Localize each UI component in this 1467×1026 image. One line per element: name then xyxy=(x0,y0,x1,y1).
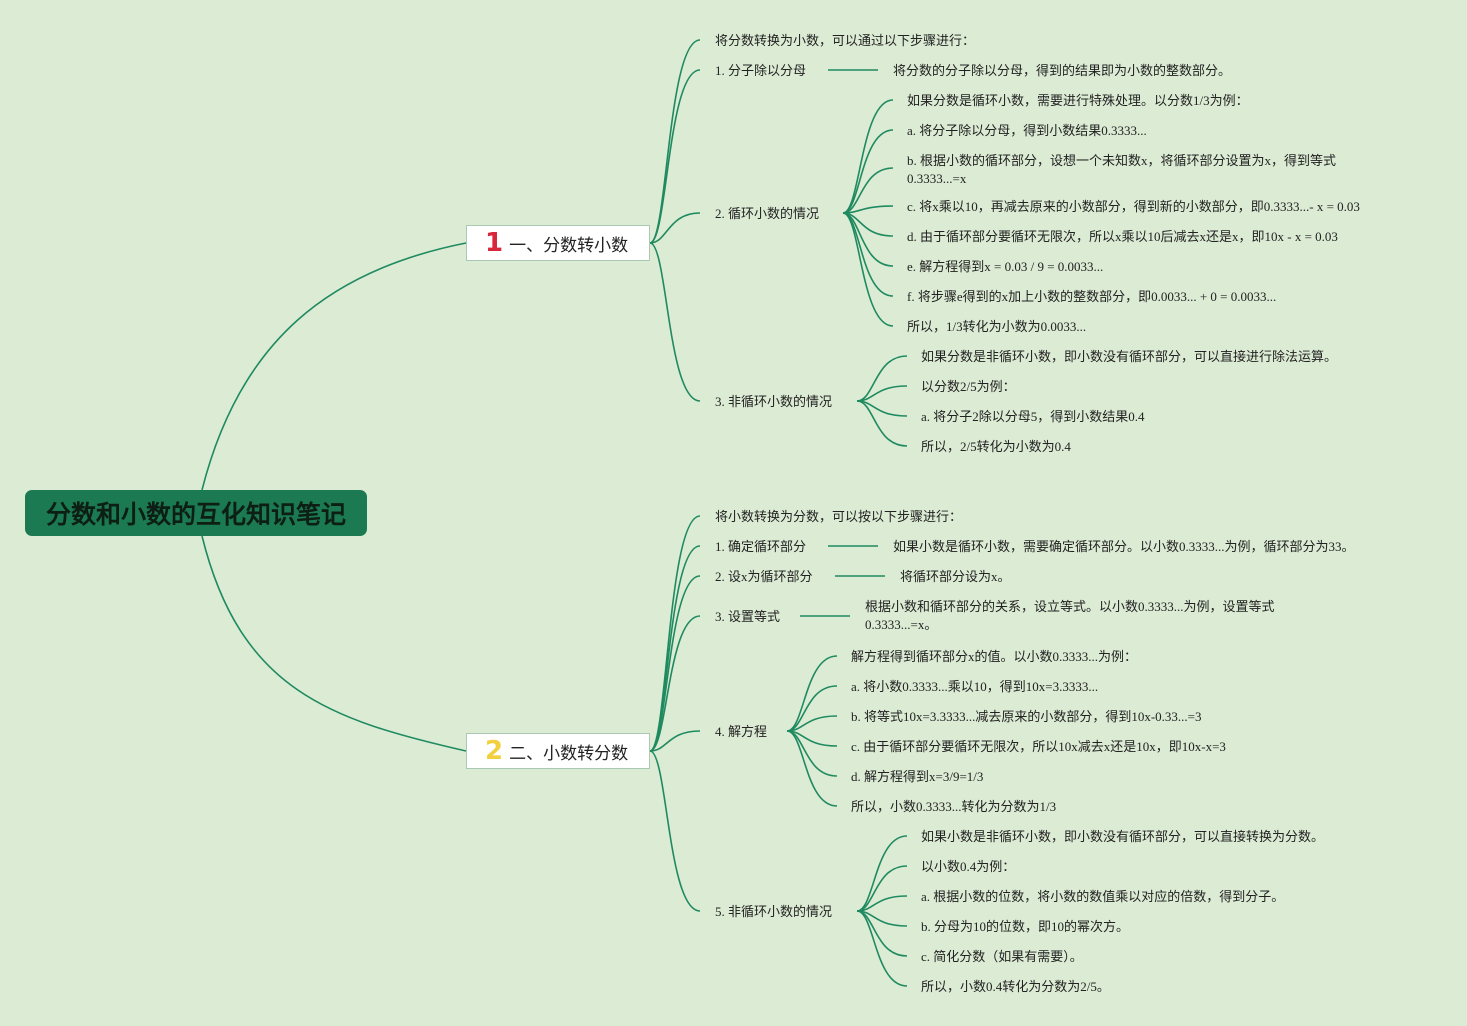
b2-step5-item[interactable]: 以小数0.4为例： xyxy=(921,859,1016,874)
b1-step2-link xyxy=(842,212,894,297)
b1-step2-item[interactable]: 如果分数是循环小数，需要进行特殊处理。以分数1/3为例： xyxy=(907,93,1249,108)
number-1-icon: 1 xyxy=(485,228,504,258)
b1-step3-link xyxy=(856,400,908,417)
b2-intro[interactable]: 将小数转换为分数，可以按以下步骤进行： xyxy=(715,509,963,524)
b1-step3-link xyxy=(856,355,908,402)
main-topic-1[interactable]: 1 一、分数转小数 xyxy=(466,225,650,261)
b2-step4-link xyxy=(786,715,838,732)
root-link-1 xyxy=(201,242,467,491)
b2-step5-link xyxy=(856,910,908,927)
main-topic-2[interactable]: 2 二、小数转分数 xyxy=(466,733,650,769)
b2-step4-link xyxy=(786,655,838,732)
b1-step3-item[interactable]: a. 将分子2除以分母5，得到小数结果0.4 xyxy=(921,409,1145,424)
main-topic-1-title: 一、分数转小数 xyxy=(509,235,629,256)
b1-step3-item[interactable]: 以分数2/5为例： xyxy=(921,379,1016,394)
b1-step2-link xyxy=(842,99,894,214)
b1-step3-item[interactable]: 如果分数是非循环小数，即小数没有循环部分，可以直接进行除法运算。 xyxy=(921,349,1338,364)
b1-step3-link xyxy=(856,400,908,447)
b1-step2-item[interactable]: c. 将x乘以10，再减去原来的小数部分，得到新的小数部分，即0.3333...… xyxy=(907,199,1360,214)
b2-link xyxy=(649,515,701,752)
b2-step4-item[interactable]: 解方程得到循环部分x的值。以小数0.3333...为例： xyxy=(851,649,1138,664)
b1-step3-item[interactable]: 所以，2/5转化为小数为0.4 xyxy=(921,439,1071,454)
root-title: 分数和小数的互化知识笔记 xyxy=(45,500,346,529)
b2-link xyxy=(649,545,701,752)
b2-step4-link xyxy=(786,730,838,807)
b2-step3-label[interactable]: 3. 设置等式 xyxy=(715,609,781,624)
b1-step2-link xyxy=(842,212,894,267)
b1-step3-label[interactable]: 3. 非循环小数的情况 xyxy=(715,394,833,409)
b2-step5-label[interactable]: 5. 非循环小数的情况 xyxy=(715,904,833,919)
b1-link xyxy=(649,212,701,244)
b2-step2-label[interactable]: 2. 设x为循环部分 xyxy=(715,569,813,584)
b1-intro[interactable]: 将分数转换为小数，可以通过以下步骤进行： xyxy=(715,33,976,48)
b1-step2-link xyxy=(842,212,894,327)
b1-step2-item[interactable]: a. 将分子除以分母，得到小数结果0.3333... xyxy=(907,123,1147,138)
b2-step5-item[interactable]: c. 简化分数（如果有需要）。 xyxy=(921,949,1083,964)
b2-step5-link xyxy=(856,865,908,912)
b1-step3-link xyxy=(856,385,908,402)
b2-step5-item[interactable]: 所以，小数0.4转化为分数为2/5。 xyxy=(921,979,1110,994)
b1-link xyxy=(649,69,701,244)
b1-link xyxy=(649,39,701,244)
b2-step4-item[interactable]: c. 由于循环部分要循环无限次，所以10x减去x还是10x，即10x-x=3 xyxy=(851,739,1226,754)
b1-link xyxy=(649,242,701,402)
b1-step2-link xyxy=(842,205,894,214)
b2-step5-link xyxy=(856,910,908,957)
b2-step1-detail[interactable]: 如果小数是循环小数，需要确定循环部分。以小数0.3333...为例，循环部分为3… xyxy=(893,539,1355,554)
b2-step4-link xyxy=(786,730,838,777)
b1-step2-item[interactable]: d. 由于循环部分要循环无限次，所以x乘以10后减去x还是x，即10x - x … xyxy=(907,229,1338,244)
root-topic[interactable]: 分数和小数的互化知识笔记 xyxy=(25,490,367,536)
b2-step4-label[interactable]: 4. 解方程 xyxy=(715,724,768,739)
b2-step5-link xyxy=(856,910,908,987)
b2-step3-detail[interactable]: 根据小数和循环部分的关系，设立等式。以小数0.3333...为例，设置等式0.3… xyxy=(865,599,1275,632)
b2-step4-item[interactable]: 所以，小数0.3333...转化为分数为1/3 xyxy=(851,799,1057,814)
b2-step5-item[interactable]: a. 根据小数的位数，将小数的数值乘以对应的倍数，得到分子。 xyxy=(921,889,1285,904)
b2-link xyxy=(649,730,701,752)
b2-step5-link xyxy=(856,835,908,912)
b1-step2-item[interactable]: e. 解方程得到x = 0.03 / 9 = 0.0033... xyxy=(907,259,1104,274)
b1-step1-detail[interactable]: 将分数的分子除以分母，得到的结果即为小数的整数部分。 xyxy=(893,63,1232,78)
b2-step1-label[interactable]: 1. 确定循环部分 xyxy=(715,539,807,554)
b1-step2-link xyxy=(842,167,894,214)
b2-step4-item[interactable]: b. 将等式10x=3.3333...减去原来的小数部分，得到10x-0.33.… xyxy=(851,709,1202,724)
main-topic-2-title: 二、小数转分数 xyxy=(509,743,629,764)
b2-link xyxy=(649,575,701,752)
b2-step4-link xyxy=(786,730,838,747)
number-2-icon: 2 xyxy=(485,736,504,766)
b1-step2-item[interactable]: 所以，1/3转化为小数为0.0033... xyxy=(907,319,1087,334)
b2-step4-item[interactable]: d. 解方程得到x=3/9=1/3 xyxy=(851,769,984,784)
root-link-2 xyxy=(201,535,467,752)
b2-link xyxy=(649,615,701,752)
b1-step2-label[interactable]: 2. 循环小数的情况 xyxy=(715,206,820,221)
b1-step2-link xyxy=(842,129,894,214)
b2-step4-link xyxy=(786,685,838,732)
b2-step2-detail[interactable]: 将循环部分设为x。 xyxy=(900,569,1011,584)
b1-step2-link xyxy=(842,212,894,237)
b2-step5-item[interactable]: 如果小数是非循环小数，即小数没有循环部分，可以直接转换为分数。 xyxy=(921,829,1325,844)
b1-step2-item[interactable]: b. 根据小数的循环部分，设想一个未知数x，将循环部分设置为x，得到等式0.33… xyxy=(907,153,1337,186)
b2-link xyxy=(649,750,701,912)
b1-step1-label[interactable]: 1. 分子除以分母 xyxy=(715,63,807,78)
b2-step4-item[interactable]: a. 将小数0.3333...乘以10，得到10x=3.3333... xyxy=(851,679,1099,694)
b2-step5-link xyxy=(856,895,908,912)
b1-step2-item[interactable]: f. 将步骤e得到的x加上小数的整数部分，即0.0033... + 0 = 0.… xyxy=(907,289,1277,304)
b2-step5-item[interactable]: b. 分母为10的位数，即10的幂次方。 xyxy=(921,919,1130,934)
